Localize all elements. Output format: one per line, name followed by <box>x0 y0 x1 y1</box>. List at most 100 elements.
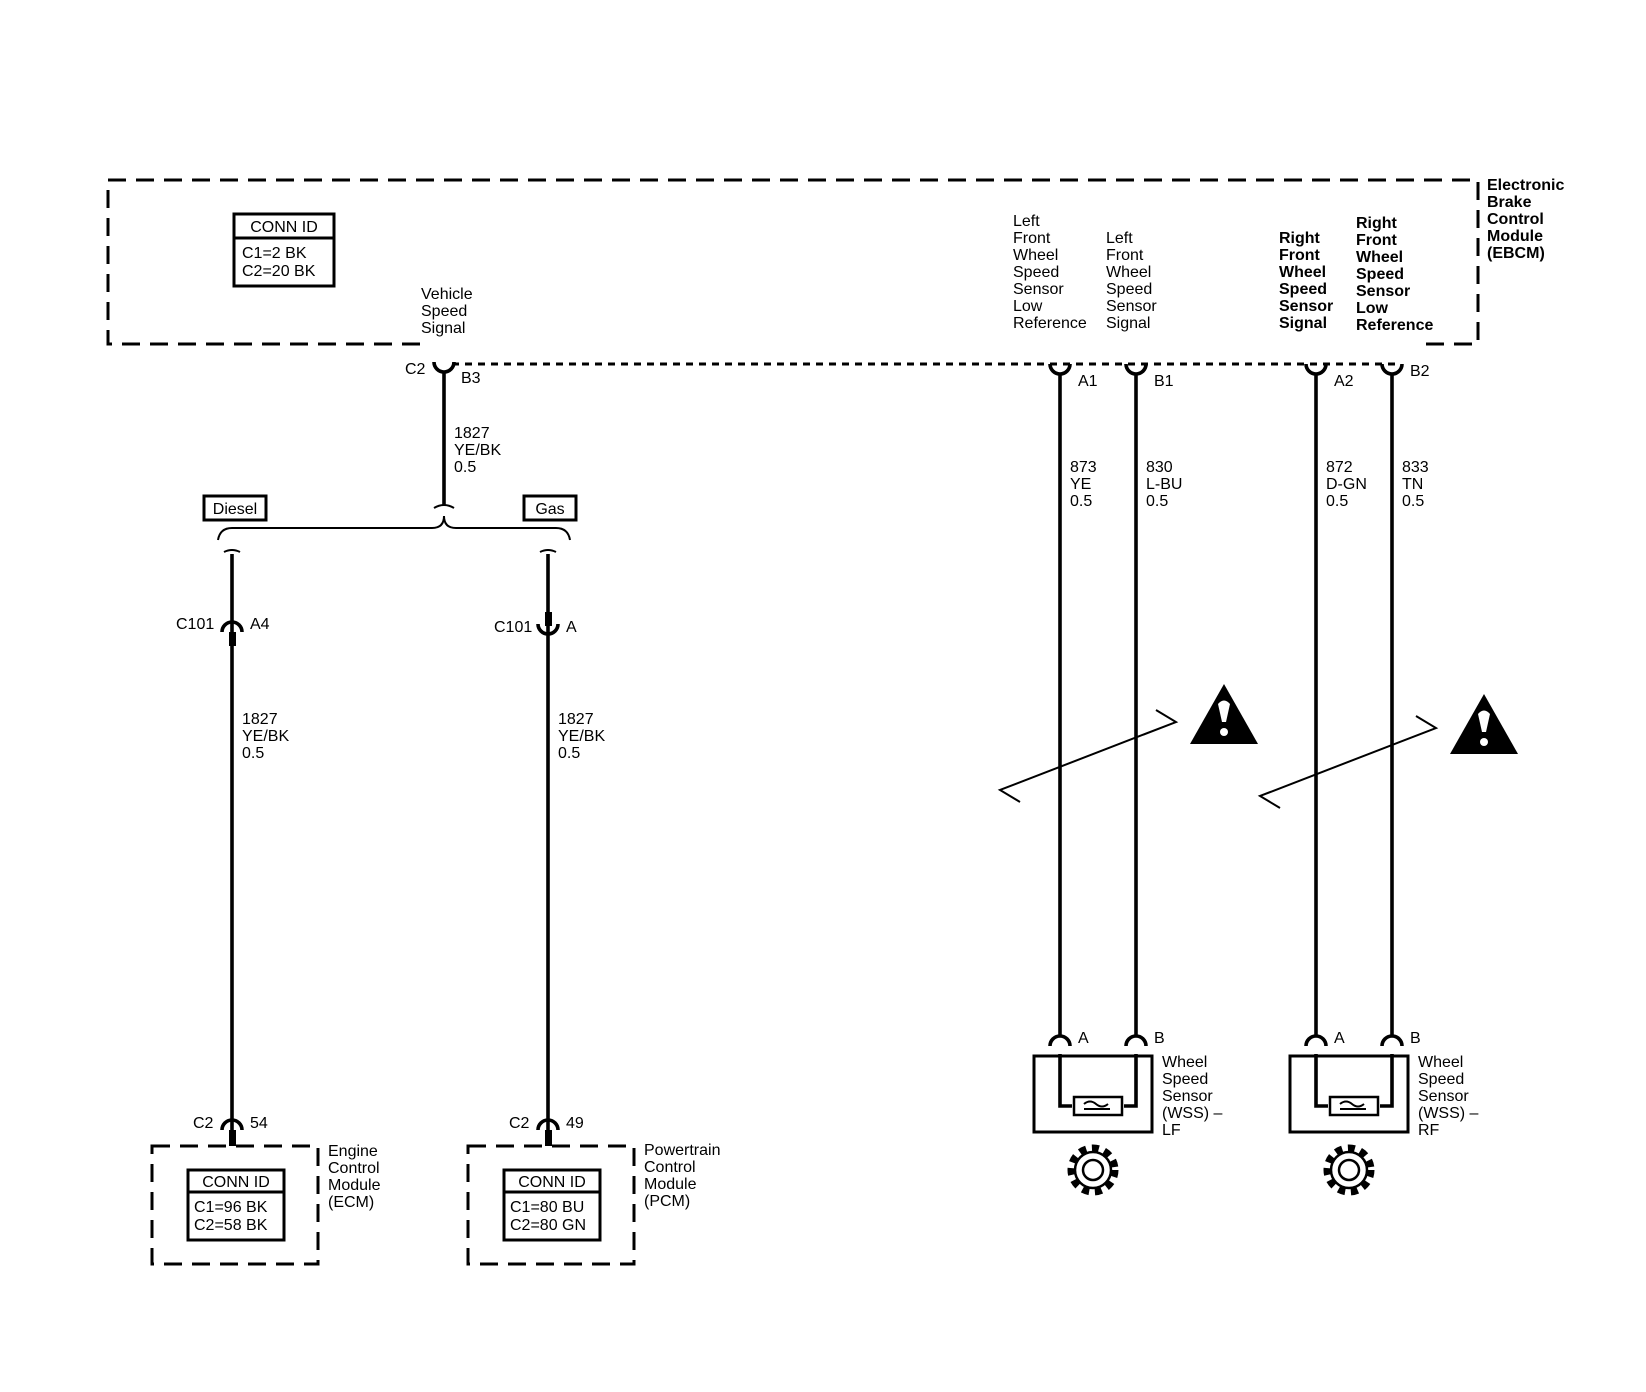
svg-text:A: A <box>566 619 577 636</box>
ebcm-lf-signal-label: Left Front Wheel Speed Sensor Signal <box>1106 230 1157 332</box>
svg-text:0.5: 0.5 <box>1326 493 1348 510</box>
svg-text:C101: C101 <box>176 616 214 633</box>
svg-text:Engine: Engine <box>328 1143 378 1160</box>
svg-text:Signal: Signal <box>1106 315 1150 332</box>
svg-text:Control: Control <box>328 1160 380 1177</box>
svg-text:C2=20 BK: C2=20 BK <box>242 263 316 280</box>
svg-text:LF: LF <box>1162 1122 1181 1139</box>
svg-text:Control: Control <box>1487 211 1544 228</box>
svg-text:Wheel: Wheel <box>1356 249 1403 266</box>
svg-text:Vehicle: Vehicle <box>421 286 473 303</box>
svg-text:1827: 1827 <box>558 711 594 728</box>
svg-text:873: 873 <box>1070 459 1097 476</box>
svg-text:Reference: Reference <box>1356 317 1433 334</box>
twisted-pair-icon <box>997 709 1179 803</box>
svg-text:830: 830 <box>1146 459 1173 476</box>
svg-text:RF: RF <box>1418 1122 1440 1139</box>
svg-text:C1=2 BK: C1=2 BK <box>242 245 307 262</box>
svg-text:Sensor: Sensor <box>1106 298 1157 315</box>
svg-text:CONN ID: CONN ID <box>518 1174 586 1191</box>
wire-rf-low-reference: B2 833 TN 0.5 B <box>1380 363 1430 1047</box>
wss-lf: Wheel Speed Sensor (WSS) – LF <box>1032 1054 1223 1196</box>
wss-lf-name: Wheel Speed Sensor (WSS) – LF <box>1162 1054 1223 1139</box>
svg-text:C101: C101 <box>494 619 532 636</box>
svg-text:Speed: Speed <box>1418 1071 1464 1088</box>
svg-text:Diesel: Diesel <box>213 501 257 518</box>
svg-text:Control: Control <box>644 1159 696 1176</box>
pcm-terminal: C2 49 <box>509 1115 584 1146</box>
svg-text:0.5: 0.5 <box>454 459 476 476</box>
svg-text:(WSS) –: (WSS) – <box>1162 1105 1223 1122</box>
svg-text:872: 872 <box>1326 459 1353 476</box>
wss-rf: Wheel Speed Sensor (WSS) – RF <box>1288 1054 1479 1196</box>
svg-text:A: A <box>1334 1030 1345 1047</box>
svg-text:Speed: Speed <box>1013 264 1059 281</box>
ebcm-module: Electronic Brake Control Module (EBCM) C… <box>106 177 1564 366</box>
svg-text:Sensor: Sensor <box>1418 1088 1469 1105</box>
svg-text:B3: B3 <box>461 370 481 387</box>
pcm-name: Powertrain Control Module (PCM) <box>644 1142 720 1210</box>
svg-text:A1: A1 <box>1078 373 1098 390</box>
svg-text:Wheel: Wheel <box>1013 247 1058 264</box>
svg-text:Module: Module <box>644 1176 697 1193</box>
wss-rf-name: Wheel Speed Sensor (WSS) – RF <box>1418 1054 1479 1139</box>
svg-text:C2: C2 <box>509 1115 530 1132</box>
svg-text:C2=58 BK: C2=58 BK <box>194 1217 268 1234</box>
svg-text:0.5: 0.5 <box>1146 493 1168 510</box>
svg-text:Left: Left <box>1013 213 1040 230</box>
svg-text:(ECM): (ECM) <box>328 1194 374 1211</box>
svg-text:B: B <box>1410 1030 1421 1047</box>
svg-text:Electronic: Electronic <box>1487 177 1564 194</box>
option-gas: Gas <box>522 494 578 522</box>
svg-text:Front: Front <box>1013 230 1051 247</box>
svg-text:A4: A4 <box>250 616 270 633</box>
svg-text:Left: Left <box>1106 230 1133 247</box>
svg-text:C1=96 BK: C1=96 BK <box>194 1199 268 1216</box>
option-bracket <box>217 504 571 541</box>
ebcm-rf-low-ref-label: Right Front Wheel Speed Sensor Low Refer… <box>1356 215 1433 334</box>
svg-text:Wheel: Wheel <box>1162 1054 1207 1071</box>
ebcm-vss-label: Vehicle Speed Signal <box>421 286 473 337</box>
diesel-c101-connector: C101 A4 <box>176 616 270 646</box>
option-diesel: Diesel <box>202 494 268 522</box>
wire-lf-low-reference: A1 873 YE 0.5 A <box>1048 363 1098 1047</box>
gear-icon <box>1067 1144 1119 1196</box>
wire-rf-signal: A2 872 D-GN 0.5 A <box>1304 363 1367 1047</box>
svg-text:Speed: Speed <box>1279 281 1327 298</box>
svg-text:Right: Right <box>1279 230 1321 247</box>
wire-lf-signal: B1 830 L-BU 0.5 B <box>1124 363 1182 1047</box>
svg-text:Sensor: Sensor <box>1279 298 1333 315</box>
diesel-wire-label: 1827 YE/BK 0.5 <box>242 711 289 762</box>
svg-text:Low: Low <box>1013 298 1043 315</box>
svg-text:B2: B2 <box>1410 363 1430 380</box>
twisted-pair-icon <box>1257 715 1439 809</box>
vss-wire-label: 1827 YE/BK 0.5 <box>454 425 501 476</box>
ecm-name: Engine Control Module (ECM) <box>328 1143 381 1211</box>
svg-text:Signal: Signal <box>421 320 465 337</box>
svg-text:Speed: Speed <box>1356 266 1404 283</box>
ebcm-lf-low-ref-label: Left Front Wheel Speed Sensor Low Refere… <box>1013 213 1087 332</box>
ebcm-conn-id-box: CONN ID C1=2 BK C2=20 BK <box>232 212 336 288</box>
svg-text:0.5: 0.5 <box>558 745 580 762</box>
svg-text:Signal: Signal <box>1279 315 1327 332</box>
gas-wire-label: 1827 YE/BK 0.5 <box>558 711 605 762</box>
svg-text:C2: C2 <box>405 361 426 378</box>
svg-text:CONN ID: CONN ID <box>202 1174 270 1191</box>
svg-text:Brake: Brake <box>1487 194 1532 211</box>
svg-text:54: 54 <box>250 1115 268 1132</box>
vss-ebcm-terminal: C2 B3 <box>405 361 481 387</box>
pcm-module: CONN ID C1=80 BU C2=80 GN Powertrain Con… <box>466 1142 720 1266</box>
svg-text:Front: Front <box>1279 247 1321 264</box>
svg-text:Wheel: Wheel <box>1418 1054 1463 1071</box>
svg-text:1827: 1827 <box>242 711 278 728</box>
svg-text:Speed: Speed <box>1106 281 1152 298</box>
svg-text:L-BU: L-BU <box>1146 476 1182 493</box>
gear-icon <box>1323 1144 1375 1196</box>
svg-text:YE/BK: YE/BK <box>558 728 605 745</box>
svg-text:Reference: Reference <box>1013 315 1087 332</box>
svg-text:0.5: 0.5 <box>1070 493 1092 510</box>
ebcm-rf-signal-label: Right Front Wheel Speed Sensor Signal <box>1279 230 1333 332</box>
svg-text:Sensor: Sensor <box>1162 1088 1213 1105</box>
ebcm-module-outline <box>106 178 1480 346</box>
